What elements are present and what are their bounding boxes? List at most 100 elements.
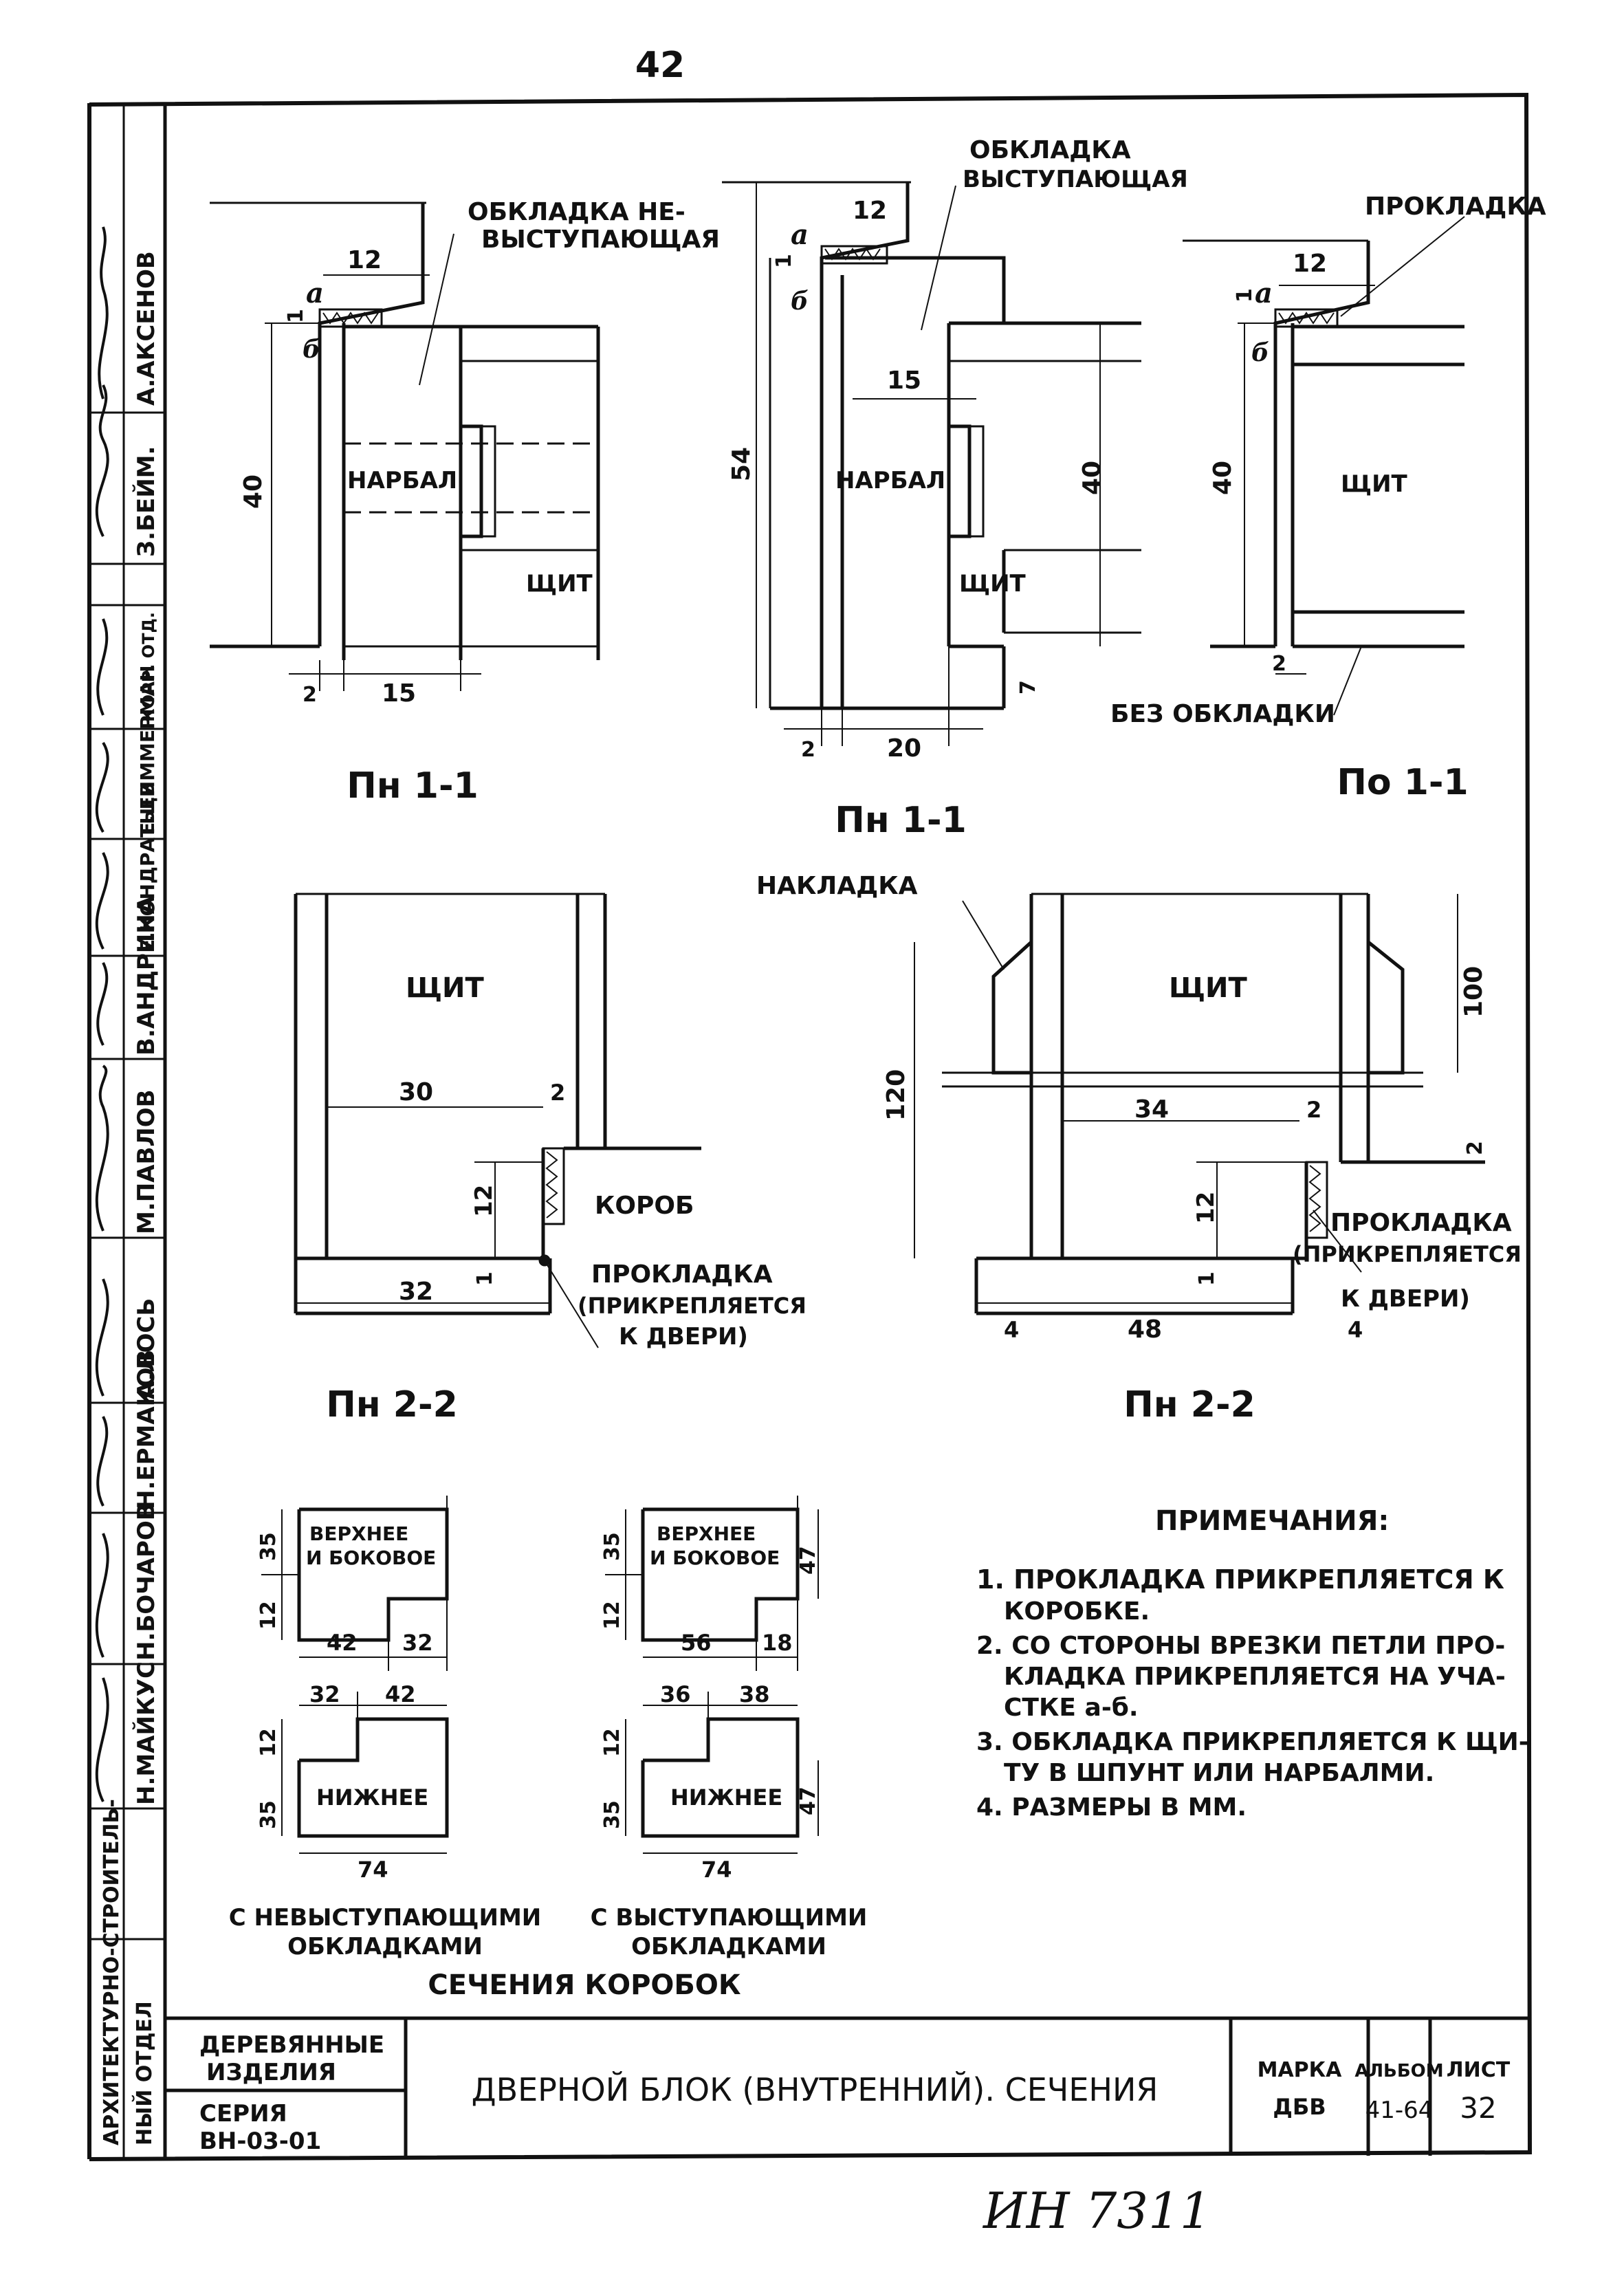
drawing-caption: Пн 1-1 [347,765,479,807]
frame-label: НАРБАЛ [835,467,945,494]
dim-label: 12 [600,1728,624,1757]
stamp-org: НЫЙ ОТДЕЛ [132,2001,157,2145]
frame-label: НАРБАЛ [347,467,457,494]
section-caption: С ВЫСТУПАЮЩИМИ [591,1904,868,1932]
album-value: 41-64 [1365,2097,1434,2124]
dim-label: 32 [309,1681,340,1707]
dim-label: 12 [347,246,382,274]
section-label: ВЕРХНЕЕ [657,1522,756,1545]
series-value: ВН-03-01 [199,2128,321,2155]
dim-label: 7 [1016,680,1040,695]
drawing-caption: Пн 2-2 [1123,1384,1255,1425]
dim-label: 2 [801,738,815,762]
dim-label: 35 [256,1532,281,1561]
section-drawing-2 [722,181,1141,746]
page-number: 42 [635,45,685,86]
dim-label: 15 [382,679,416,708]
dim-label: 34 [1134,1095,1169,1124]
mark-label: МАРКА [1258,2058,1343,2082]
sheet-label: ЛИСТ [1447,2058,1511,2082]
dim-label: а [1255,277,1273,309]
callout-text: ОБКЛАДКА [969,136,1131,164]
dim-label: 1 [284,309,308,323]
dim-label: 12 [256,1601,281,1630]
callout-text: К ДВЕРИ) [1341,1285,1470,1313]
section-drawing-2-labels: ОБКЛАДКА ВЫСТУПАЮЩАЯ 12 а б 1 15 54 40 Н… [727,136,1188,841]
callout-text: БЕЗ ОБКЛАДКИ [1110,700,1335,728]
dim-label: 1 [772,254,796,268]
stamp-name: КОРР. ОТД. [139,612,158,722]
dim-label: 36 [660,1681,691,1707]
dim-label: 47 [796,1786,820,1815]
section-label: И БОКОВОЕ [650,1546,780,1569]
dim-label: 32 [402,1630,433,1656]
section-label: НИЖНЕЕ [670,1784,782,1811]
note-line: ТУ В ШПУНТ ИЛИ НАРБАЛМИ. [1004,1759,1434,1787]
section-drawing-5-labels: НАКЛАДКА ЩИТ 120 100 34 2 2 12 1 4 48 4 … [756,872,1522,1425]
dim-label: 2 [303,683,317,707]
note-line: 1. ПРОКЛАДКА ПРИКРЕПЛЯЕТСЯ К [976,1564,1504,1595]
section-label: ВЕРХНЕЕ [309,1522,408,1545]
dim-label: б [1251,338,1269,367]
dim-label: 100 [1460,966,1488,1018]
stamp-org: АРХИТЕКТУРНО-СТРОИТЕЛЬ- [100,1799,124,2145]
dim-label: 32 [399,1278,433,1306]
dim-label: 56 [681,1630,712,1656]
dim-label: 2 [1306,1097,1321,1123]
dim-label: 74 [358,1857,388,1883]
section-drawing-1-labels: ОБКЛАДКА НЕ- ВЫСТУПАЮЩАЯ 12 а б 1 40 НАР… [239,198,720,807]
dim-label: 30 [399,1078,433,1106]
dim-label: 40 [239,474,267,509]
stamp-name: А.ЛОСЬ [133,1298,160,1399]
stamp-name: Н.ЕРМАКОВ [133,1350,160,1509]
callout-text: НАКЛАДКА [756,872,918,900]
dim-label: 12 [600,1601,624,1630]
dim-label: б [303,335,320,364]
dim-label: б [791,287,809,316]
group-label: ИЗДЕЛИЯ [206,2059,336,2086]
dim-label: 18 [762,1630,793,1656]
dim-label: 2 [550,1080,565,1106]
callout-text: ПРОКЛАДКА [1330,1209,1512,1237]
section-drawing-5 [914,893,1485,1315]
dim-label: 12 [470,1185,498,1217]
section-caption: ОБКЛАДКАМИ [631,1933,826,1960]
series-label: СЕРИЯ [199,2100,287,2128]
box-sections [261,1496,819,1854]
stamp-name: В.АНДРИНА [133,895,160,1056]
mark-value: ДБВ [1273,2094,1326,2120]
group-label: ДЕРЕВЯННЫЕ [199,2031,384,2059]
dim-label: 40 [1078,461,1106,495]
dim-label: 12 [1293,250,1327,278]
dim-label: 35 [256,1800,281,1829]
dim-label: 20 [887,734,921,763]
side-stamp [89,105,165,2159]
section-drawing-4 [294,893,701,1348]
section-drawing-4-labels: ЩИТ 30 2 12 1 32 КОРОБ ПРОКЛАДКА (ПРИКРЕ… [326,972,806,1425]
dim-label: а [791,219,809,251]
side-stamp-text: А.АКСЕНОВ З.БЕЙМ. КОРР. ОТД. Е.ЦИММЕРМАН… [100,251,160,2145]
box-label: КОРОБ [595,1192,694,1220]
callout-text: (ПРИКРЕПЛЯЕТСЯ [578,1293,806,1319]
inventory-number: ИН 7311 [982,2182,1211,2240]
dim-label: 120 [882,1069,910,1121]
dim-label: 2 [1272,652,1286,676]
dim-label: 40 [1209,461,1237,495]
stamp-name: Н.МАЙКУС [132,1661,160,1805]
callout-text: К ДВЕРИ) [619,1323,748,1351]
dim-label: 35 [600,1800,624,1829]
dim-label: 38 [739,1681,770,1707]
stamp-name: А.АКСЕНОВ [133,251,160,406]
callout-text: ПРОКЛАДКА [1365,193,1546,221]
dim-label: 12 [1192,1192,1220,1224]
note-line: 2. СО СТОРОНЫ ВРЕЗКИ ПЕТЛИ ПРО- [976,1632,1505,1660]
stamp-name: Е.КОНДРАТЬЕВ [136,782,159,952]
drawing-caption: По 1-1 [1337,762,1468,803]
drawing-caption: Пн 1-1 [835,800,967,841]
panel-label: ЩИТ [526,570,593,598]
album-label: АЛЬБОМ [1354,2061,1443,2081]
dim-label: 54 [727,447,756,481]
signature-scribbles [95,226,109,1802]
callout-text: (ПРИКРЕПЛЯЕТСЯ [1293,1241,1522,1267]
